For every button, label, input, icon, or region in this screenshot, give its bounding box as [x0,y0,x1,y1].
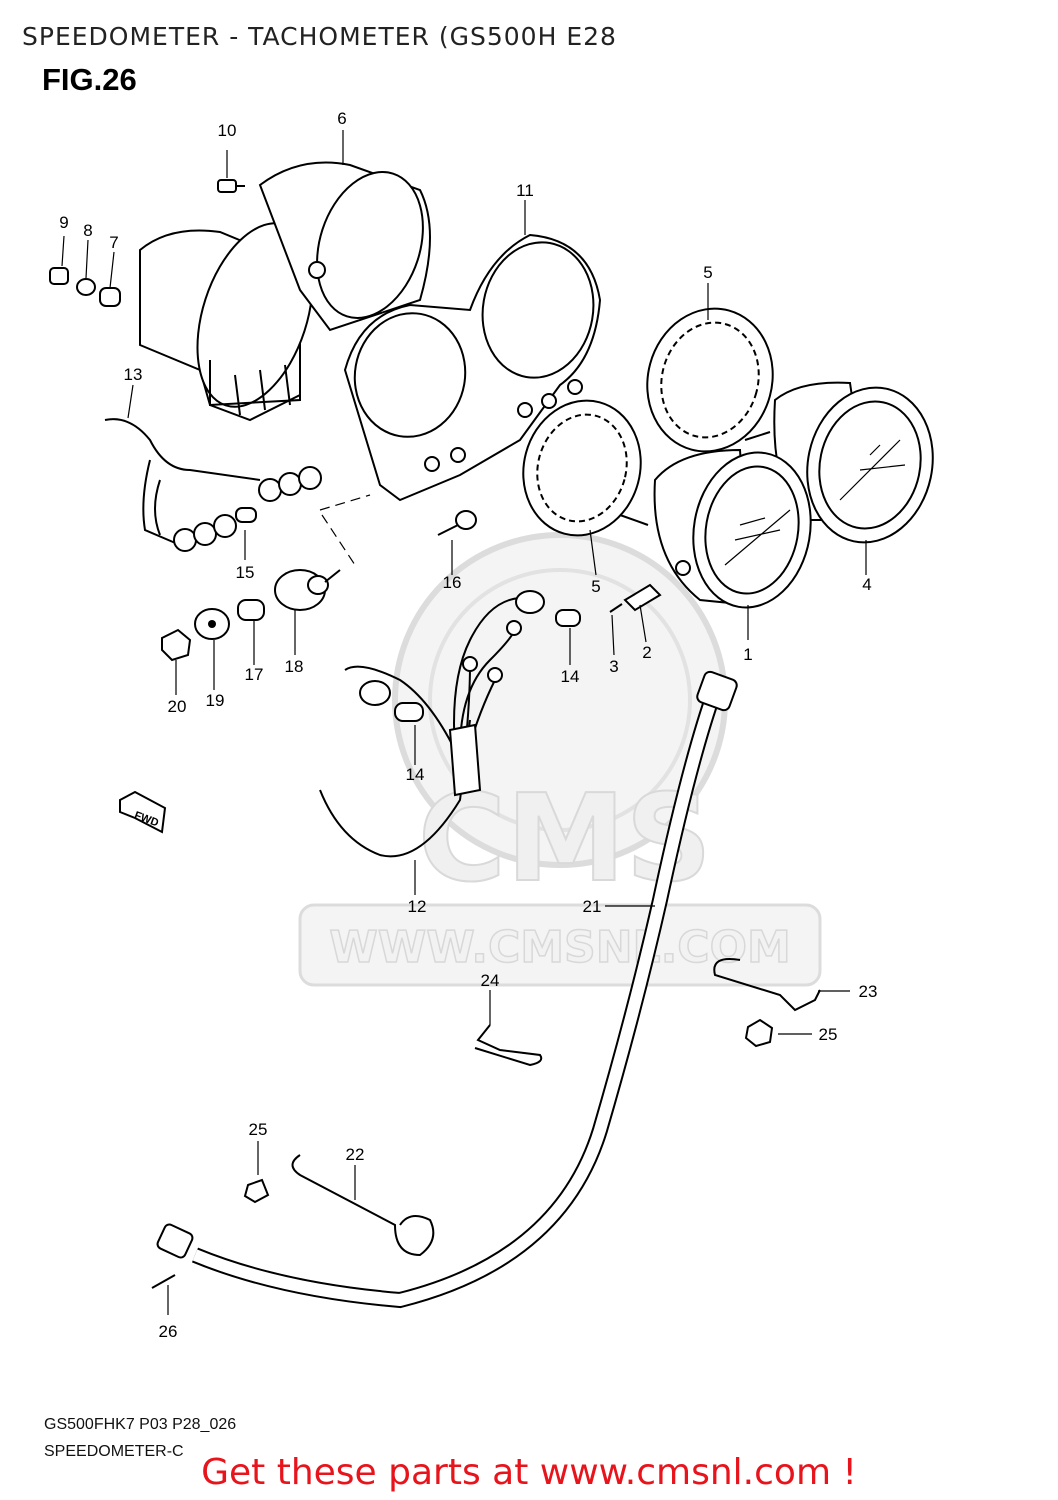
part-bulb-sockets [161,494,371,662]
callout-26: 26 [159,1322,178,1341]
part-speedometer [619,448,812,609]
part-gauge-ring-lower [522,399,642,537]
callout-16: 16 [443,573,462,592]
callout-21: 21 [583,897,602,916]
callout-5-upper: 5 [703,263,712,282]
callout-14-upper: 14 [561,667,580,686]
callout-14-lower: 14 [406,765,425,784]
callout-23: 23 [859,982,878,1001]
leader-lines [61,130,867,1315]
watermark-url: WWW.CMSNL.COM [329,922,791,973]
callout-4: 4 [862,575,871,594]
callout-9: 9 [59,213,68,232]
page-title: SPEEDOMETER - TACHOMETER (GS500H E28 [22,22,617,51]
part-meter-housing [139,161,431,422]
part-screw-16 [437,510,477,536]
part-cable-fitting [609,583,662,613]
part-clip-24 [474,1024,543,1067]
callout-5-lower: 5 [591,577,600,596]
callout-10: 10 [218,121,237,140]
part-speedometer-cable [151,670,738,1309]
callout-13: 13 [124,365,143,384]
callout-24: 24 [481,971,500,990]
part-wiring-harness-upper [104,418,322,552]
part-cable-clamp [243,1154,435,1257]
callout-20: 20 [168,697,187,716]
callout-19: 19 [206,691,225,710]
callout-22: 22 [346,1145,365,1164]
promo-link[interactable]: Get these parts at www.cmsnl.com ! [201,1452,857,1493]
part-gauge-ring-upper [646,307,774,453]
callout-17: 17 [245,665,264,684]
callout-18: 18 [285,657,304,676]
callout-labels: 1 2 3 4 5 5 6 7 8 9 10 11 12 13 14 14 15… [59,109,877,1341]
callout-2: 2 [642,643,651,662]
part-meter-panel [343,233,602,502]
fwd-arrow: FWD [119,790,167,834]
callout-11: 11 [516,181,534,200]
diagram-code: GS500FHK7 P03 P28_026 [44,1416,237,1433]
callout-25-left: 25 [249,1120,268,1139]
callout-6: 6 [337,109,346,128]
callout-7: 7 [109,233,118,252]
part-clip-23 [713,958,821,1048]
callout-3: 3 [609,657,618,676]
figure-label: FIG.26 [42,62,137,97]
callout-15: 15 [236,563,255,582]
callout-12: 12 [408,897,427,916]
callout-1: 1 [743,645,752,664]
callout-8: 8 [83,221,92,240]
diagram-subtitle: SPEEDOMETER-C [44,1443,184,1460]
part-wiring-harness-lower [319,590,581,858]
callout-25-right: 25 [819,1025,838,1044]
